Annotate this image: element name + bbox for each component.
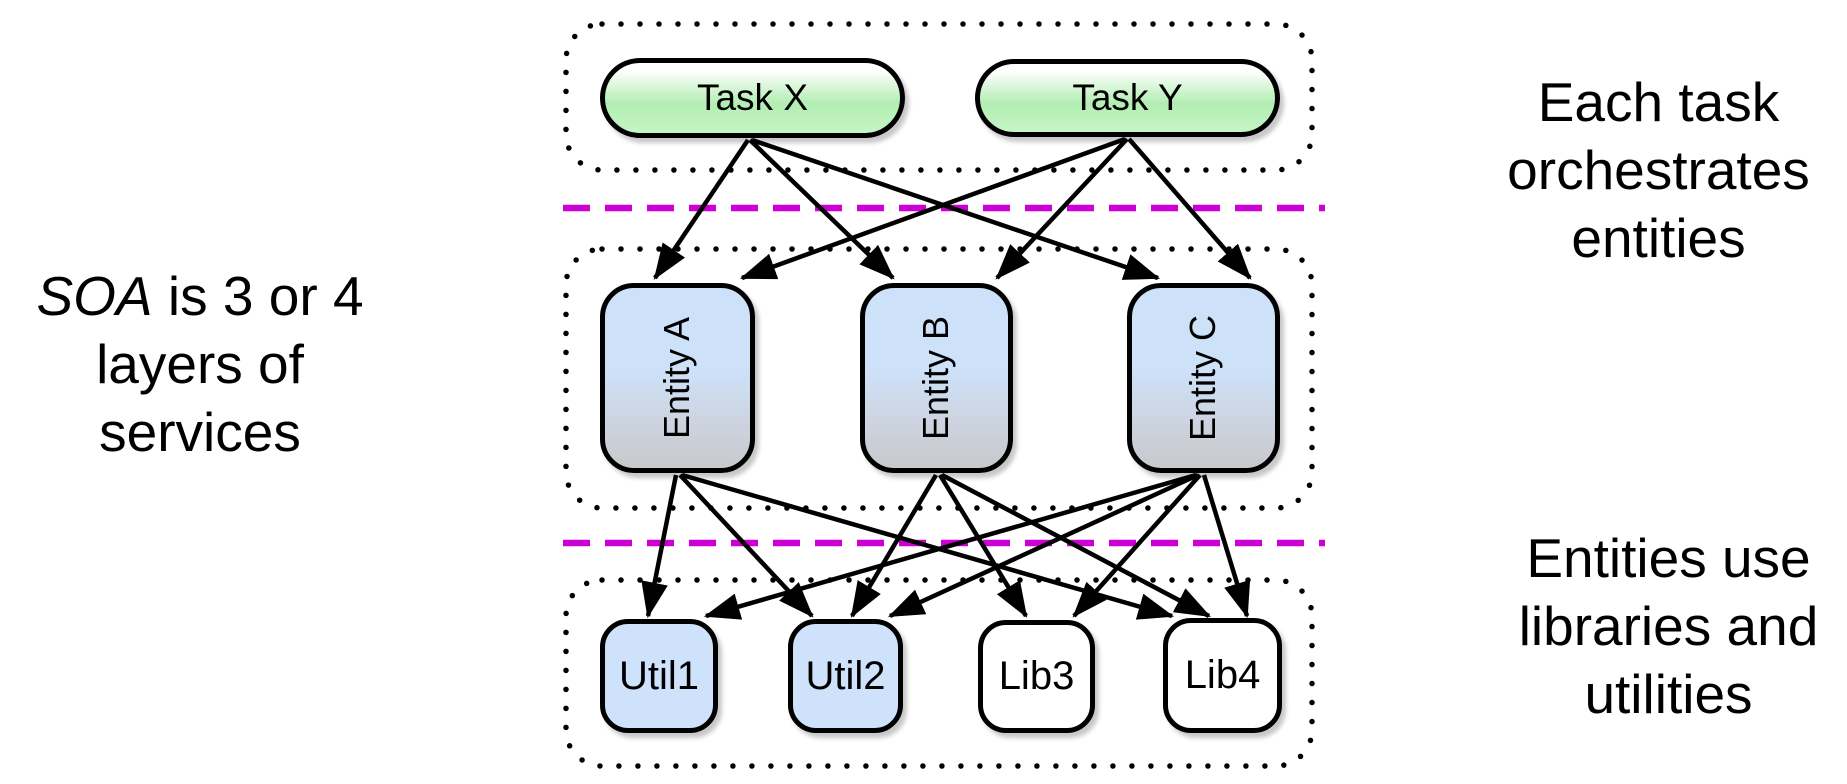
task-x-label: Task X	[696, 77, 809, 118]
caption-soa-line2: layers of	[96, 333, 304, 395]
util1-label: Util1	[618, 653, 700, 698]
edge-taskX-entityC	[751, 137, 1161, 281]
caption-task-line1: Each task	[1537, 71, 1780, 133]
entity-b-label: Entity B	[915, 315, 957, 441]
caption-soa-line1-rest: is 3 or 4	[152, 265, 364, 327]
lib4-label: Lib4	[1184, 653, 1261, 697]
util2-label: Util2	[805, 653, 886, 698]
tasks-layer-container	[563, 21, 1315, 173]
lib3-label: Lib3	[998, 654, 1075, 698]
caption-soa-italic: SOA	[36, 265, 153, 327]
node-task-y: Task Y	[975, 59, 1280, 137]
node-util1: Util1	[600, 619, 718, 733]
edge-entityC-lib3	[1072, 473, 1202, 618]
edge-entityA-util1	[641, 474, 679, 619]
caption-entities-line2: libraries and	[1518, 595, 1819, 657]
entities-layer-container	[563, 246, 1315, 511]
edge-taskY-entityA	[739, 136, 1126, 281]
caption-soa-layers: SOA is 3 or 4 layers of services	[0, 262, 400, 466]
node-entity-a: Entity A	[600, 283, 755, 473]
edge-entityC-util1	[703, 472, 1197, 620]
edge-entityB-util2	[850, 473, 938, 618]
caption-soa-line1: SOA is 3 or 4	[0, 262, 400, 330]
edge-taskY-entityC	[1127, 137, 1252, 280]
edge-entityC-lib4	[1201, 474, 1251, 619]
edge-taskY-entityB	[995, 137, 1129, 280]
edge-taskX-entityA	[653, 138, 750, 280]
node-entity-c: Entity C	[1127, 283, 1280, 473]
caption-entities-line1: Entities use	[1526, 527, 1811, 589]
node-lib4: Lib4	[1163, 618, 1282, 733]
caption-entities-use: Entities use libraries and utilities	[1490, 524, 1847, 728]
node-util2: Util2	[788, 619, 903, 733]
utilities-layer-container	[563, 577, 1315, 769]
node-entity-b: Entity B	[860, 283, 1013, 473]
entity-c-label: Entity C	[1182, 314, 1224, 442]
caption-task-line3: entities	[1571, 207, 1746, 269]
edge-taskX-entityB	[748, 138, 895, 280]
edge-entityC-util2	[887, 472, 1199, 619]
caption-entities-line3: utilities	[1584, 663, 1753, 725]
entity-a-label: Entity A	[656, 316, 698, 440]
node-lib3: Lib3	[978, 620, 1095, 733]
edge-entityB-lib4	[940, 473, 1211, 618]
node-task-x: Task X	[600, 58, 905, 138]
caption-soa-line3: services	[99, 401, 301, 463]
task-y-label: Task Y	[1072, 77, 1183, 118]
caption-task-line2: orchestrates	[1507, 139, 1810, 201]
edge-entityB-lib3	[938, 473, 1028, 618]
caption-task-orchestrates: Each task orchestrates entities	[1470, 68, 1847, 272]
